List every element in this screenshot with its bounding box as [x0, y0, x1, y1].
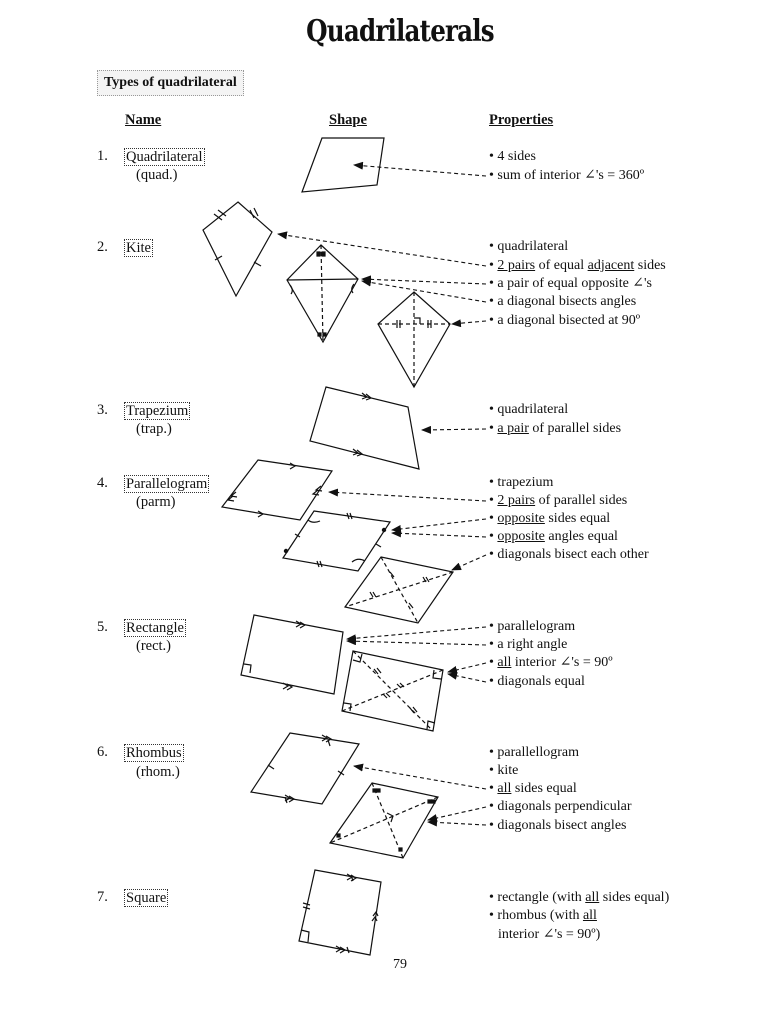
pointer-arrow: [346, 627, 486, 643]
kite-angles-shape: [287, 245, 358, 342]
item-name-parallelogram: Parallelogram: [124, 475, 210, 493]
property-line: • quadrilateral: [489, 402, 569, 417]
property-line: • opposite sides equal: [489, 511, 611, 526]
item-number: 6.: [97, 744, 108, 760]
pointer-arrow: [427, 818, 486, 827]
property-line: • a diagonal bisects angles: [489, 294, 637, 309]
square-shape: [299, 870, 381, 955]
pointer-arrow: [421, 425, 486, 434]
pointer-arrow: [451, 555, 486, 570]
pointer-arrow: [447, 663, 486, 674]
pointer-arrow: [427, 807, 486, 822]
rhombus-shape: [251, 733, 359, 804]
pointer-arrow: [277, 231, 486, 266]
item-name-square: Square: [124, 889, 169, 907]
column-header-properties: Properties: [489, 112, 554, 128]
pointer-arrow: [361, 278, 486, 302]
property-line: • 2 pairs of equal adjacent sides: [489, 258, 666, 273]
property-line: • diagonals bisect angles: [489, 818, 627, 833]
pointer-arrow: [328, 488, 486, 501]
pointer-arrow: [391, 529, 486, 537]
property-line: • diagonals bisect each other: [489, 547, 649, 562]
pointer-arrow: [451, 319, 486, 328]
rectangle-shape: [241, 615, 343, 694]
property-line: • all sides equal: [489, 781, 577, 796]
property-line: • sum of interior ∠'s = 360º: [489, 168, 645, 183]
pointer-arrow: [346, 637, 486, 645]
property-line: • diagonals perpendicular: [489, 799, 632, 814]
item-name-rhombus: Rhombus: [124, 744, 184, 762]
property-line: • 2 pairs of parallel sides: [489, 493, 628, 508]
property-line: • rectangle (with all sides equal): [489, 890, 670, 905]
kite-shape: [203, 202, 272, 296]
property-line: • parallellogram: [489, 745, 580, 760]
property-line: • a pair of equal opposite ∠'s: [489, 276, 653, 291]
item-number: 2.: [97, 239, 108, 255]
property-line: • a pair of parallel sides: [489, 421, 622, 436]
pointer-arrow: [353, 763, 486, 789]
item-number: 7.: [97, 889, 108, 905]
property-line: • parallelogram: [489, 619, 576, 634]
property-line: • quadrilateral: [489, 239, 569, 254]
item-abbr: (quad.): [136, 167, 178, 183]
property-line: • trapezium: [489, 475, 554, 490]
item-name-rectangle: Rectangle: [124, 619, 186, 637]
item-abbr: (rect.): [136, 638, 172, 654]
column-header-name: Name: [125, 112, 162, 128]
quadrilateral-shape: [302, 138, 384, 192]
property-line: • a right angle: [489, 637, 568, 652]
pointer-arrow: [353, 161, 486, 176]
property-line: • rhombus (with all: [489, 908, 597, 923]
item-abbr: (parm): [136, 494, 176, 510]
column-header-shape: Shape: [329, 112, 367, 128]
item-name-kite: Kite: [124, 239, 153, 257]
property-line: • kite: [489, 763, 519, 778]
parallelogram-diagonals-shape: [345, 557, 453, 623]
property-line: • diagonals equal: [489, 674, 585, 689]
rhombus-diagonals-shape: [330, 783, 438, 858]
parallelogram-angles-shape: [283, 511, 390, 571]
property-line: • a diagonal bisected at 90º: [489, 313, 641, 328]
item-number: 1.: [97, 148, 108, 164]
trapezium-shape: [310, 387, 419, 469]
property-line: • 4 sides: [489, 149, 536, 164]
section-heading: Types of quadrilateral: [97, 70, 244, 96]
property-line: • all interior ∠'s = 90º: [489, 655, 613, 670]
pointer-arrow: [361, 275, 486, 284]
parallelogram-shape: [222, 460, 332, 520]
property-line: interior ∠'s = 90º): [498, 927, 601, 942]
item-number: 5.: [97, 619, 108, 635]
item-number: 4.: [97, 475, 108, 491]
item-abbr: (trap.): [136, 421, 172, 437]
pointer-arrow: [447, 671, 486, 682]
page-title: Quadrilaterals: [306, 14, 494, 49]
item-abbr: (rhom.): [136, 764, 180, 780]
property-line: • opposite angles equal: [489, 529, 618, 544]
page-number: 79: [393, 957, 407, 972]
item-number: 3.: [97, 402, 108, 418]
pointer-arrow: [391, 519, 486, 533]
item-name-trapezium: Trapezium: [124, 402, 191, 420]
item-name-quadrilateral: Quadrilateral: [124, 148, 205, 166]
